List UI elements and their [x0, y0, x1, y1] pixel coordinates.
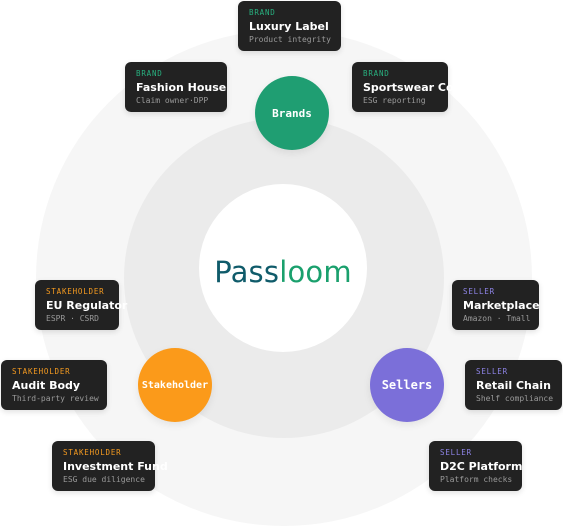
- card-subtitle: Platform checks: [440, 475, 513, 484]
- card-tag: STAKEHOLDER: [12, 367, 71, 376]
- card-tag: SELLER: [476, 367, 508, 376]
- brands-hub: Brands: [255, 76, 329, 150]
- card-tag: STAKEHOLDER: [63, 448, 122, 457]
- card-subtitle: Amazon · Tmall: [463, 314, 531, 323]
- card-subtitle: Shelf compliance: [476, 394, 554, 403]
- card-subtitle: Claim owner·DPP: [136, 96, 209, 105]
- card-luxury-label: BRAND Luxury Label Product integrity: [238, 1, 341, 51]
- card-tag: BRAND: [363, 69, 390, 78]
- card-name: Sportswear Co.: [363, 81, 458, 94]
- card-tag: BRAND: [136, 69, 163, 78]
- card-subtitle: Product integrity: [249, 35, 331, 44]
- card-eu-regulator: STAKEHOLDER EU Regulator ESPR · CSRD: [35, 280, 128, 330]
- logo-part-pass: Pass: [214, 255, 280, 289]
- card-name: EU Regulator: [46, 299, 128, 312]
- inner-circle: [199, 184, 367, 352]
- card-subtitle: ESG due diligence: [63, 475, 145, 484]
- card-audit-body: STAKEHOLDER Audit Body Third-party revie…: [1, 360, 107, 410]
- sellers-hub-label: Sellers: [381, 378, 433, 392]
- card-name: Fashion House: [136, 81, 227, 94]
- logo-part-loom: loom: [279, 255, 352, 289]
- card-name: Luxury Label: [249, 20, 329, 33]
- card-sportswear: BRAND Sportswear Co. ESG reporting: [352, 62, 458, 112]
- card-subtitle: ESPR · CSRD: [46, 314, 99, 323]
- card-tag: STAKEHOLDER: [46, 287, 105, 296]
- sellers-hub: Sellers: [370, 348, 444, 422]
- card-fashion-house: BRAND Fashion House Claim owner·DPP: [125, 62, 227, 112]
- card-marketplace: SELLER Marketplace Amazon · Tmall: [452, 280, 540, 330]
- card-subtitle: ESG reporting: [363, 96, 426, 105]
- card-tag: BRAND: [249, 8, 276, 17]
- card-subtitle: Third-party review: [12, 394, 99, 403]
- card-name: Investment Fund: [63, 460, 168, 473]
- passloom-logo: Passloom: [199, 252, 367, 292]
- stakeholder-hub: Stakeholder: [138, 348, 212, 422]
- card-name: Retail Chain: [476, 379, 551, 392]
- card-investment-fund: STAKEHOLDER Investment Fund ESG due dili…: [52, 441, 168, 491]
- card-retail-chain: SELLER Retail Chain Shelf compliance: [465, 360, 562, 410]
- card-tag: SELLER: [463, 287, 495, 296]
- brands-hub-label: Brands: [272, 106, 312, 120]
- card-tag: SELLER: [440, 448, 472, 457]
- card-d2c-platform: SELLER D2C Platform Platform checks: [429, 441, 522, 491]
- card-name: D2C Platform: [440, 460, 523, 473]
- stakeholder-hub-label: Stakeholder: [141, 379, 209, 391]
- card-name: Audit Body: [12, 379, 81, 392]
- card-name: Marketplace: [463, 299, 540, 312]
